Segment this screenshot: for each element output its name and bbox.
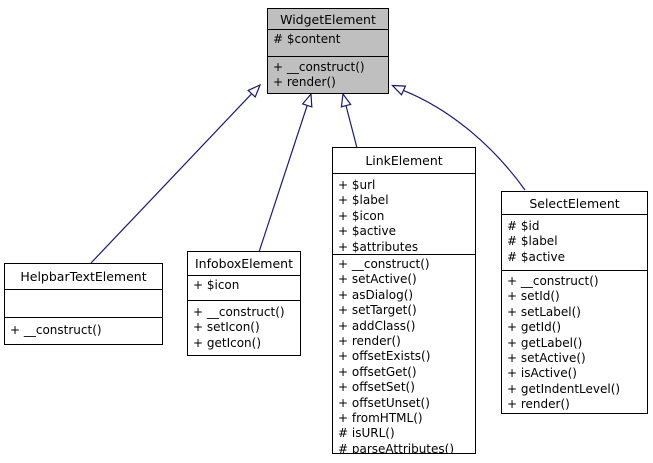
member-row: + setActive() [338,272,417,287]
member-row: + __construct() [193,305,285,319]
member-row: + fromHTML() [338,411,423,426]
member-row: + $url [338,178,376,192]
inheritance-arrow-linkelement [340,92,358,149]
member-row: + offsetExists() [338,349,431,364]
member-row: + setTarget() [338,303,417,318]
member-row: + offsetGet() [338,364,417,379]
member-row: + getLabel() [507,335,583,350]
member-row: + __construct() [273,60,365,74]
member-row: + __construct() [507,274,599,288]
class-methods: + __construct()+ render() [268,56,388,93]
class-title: WidgetElement [280,11,376,27]
member-row: + $label [338,193,389,208]
member-row: + getIcon() [193,335,262,350]
member-row: + render() [338,334,401,349]
class-methods: + __construct() [5,317,162,344]
class-methods: + __construct()+ setIcon()+ getIcon() [188,300,300,355]
class-box-selectelement[interactable]: SelectElement # $id# $label# $active + _… [501,191,648,414]
class-attributes: # $content [268,29,388,56]
member-row: + offsetSet() [338,380,415,395]
member-row: + isActive() [507,366,577,381]
member-row: + render() [273,75,336,90]
class-attributes: + $url+ $label+ $icon+ $active+ $attribu… [333,173,475,254]
class-methods: + __construct()+ setActive()+ asDialog()… [333,254,475,453]
class-title: InfoboxElement [194,256,293,271]
class-title: LinkElement [365,153,443,168]
inheritance-arrow-helpbartextelement [90,83,262,264]
member-row: + addClass() [338,318,416,333]
class-title: SelectElement [529,195,620,211]
class-attributes: + $icon [188,275,300,300]
member-row: # $id [507,219,540,233]
member-row: + render() [507,397,570,412]
member-row: + $attributes [338,239,419,254]
member-row: + $icon [338,208,385,223]
member-row: + setLabel() [507,304,581,319]
member-row: + setActive() [507,351,586,366]
class-box-linkelement[interactable]: LinkElement + $url+ $label+ $icon+ $acti… [332,147,476,454]
member-row: # $active [507,249,565,264]
class-box-helpbartextelement[interactable]: HelpbarTextElement + __construct() [4,263,163,345]
class-box-infoboxelement[interactable]: InfoboxElement + $icon + __construct()+ … [187,251,301,356]
member-row: + __construct() [10,323,102,337]
class-attributes: # $id# $label# $active [502,214,647,270]
class-methods: + __construct()+ setId()+ setLabel()+ ge… [502,270,647,413]
member-row: # $label [507,234,558,249]
member-row: + $active [338,224,396,239]
member-row: + setIcon() [193,320,260,335]
member-row: + getId() [507,320,562,335]
member-row: + setId() [507,289,560,304]
member-row: + __construct() [338,257,430,271]
member-row: + offsetUnset() [338,395,430,410]
class-attributes [5,289,162,317]
member-row: + asDialog() [338,287,414,302]
inheritance-arrow-infoboxelement [258,92,313,253]
member-row: # parseAttributes() [338,441,455,453]
class-box-widgetelement[interactable]: WidgetElement # $content + __construct()… [267,8,389,94]
member-row: # isURL() [338,426,395,441]
member-row: + getIndentLevel() [507,381,621,396]
member-row: # $content [273,32,341,46]
member-row: + $icon [193,278,240,292]
class-title: HelpbarTextElement [20,269,147,284]
inheritance-arrow-selectelement [391,84,526,191]
